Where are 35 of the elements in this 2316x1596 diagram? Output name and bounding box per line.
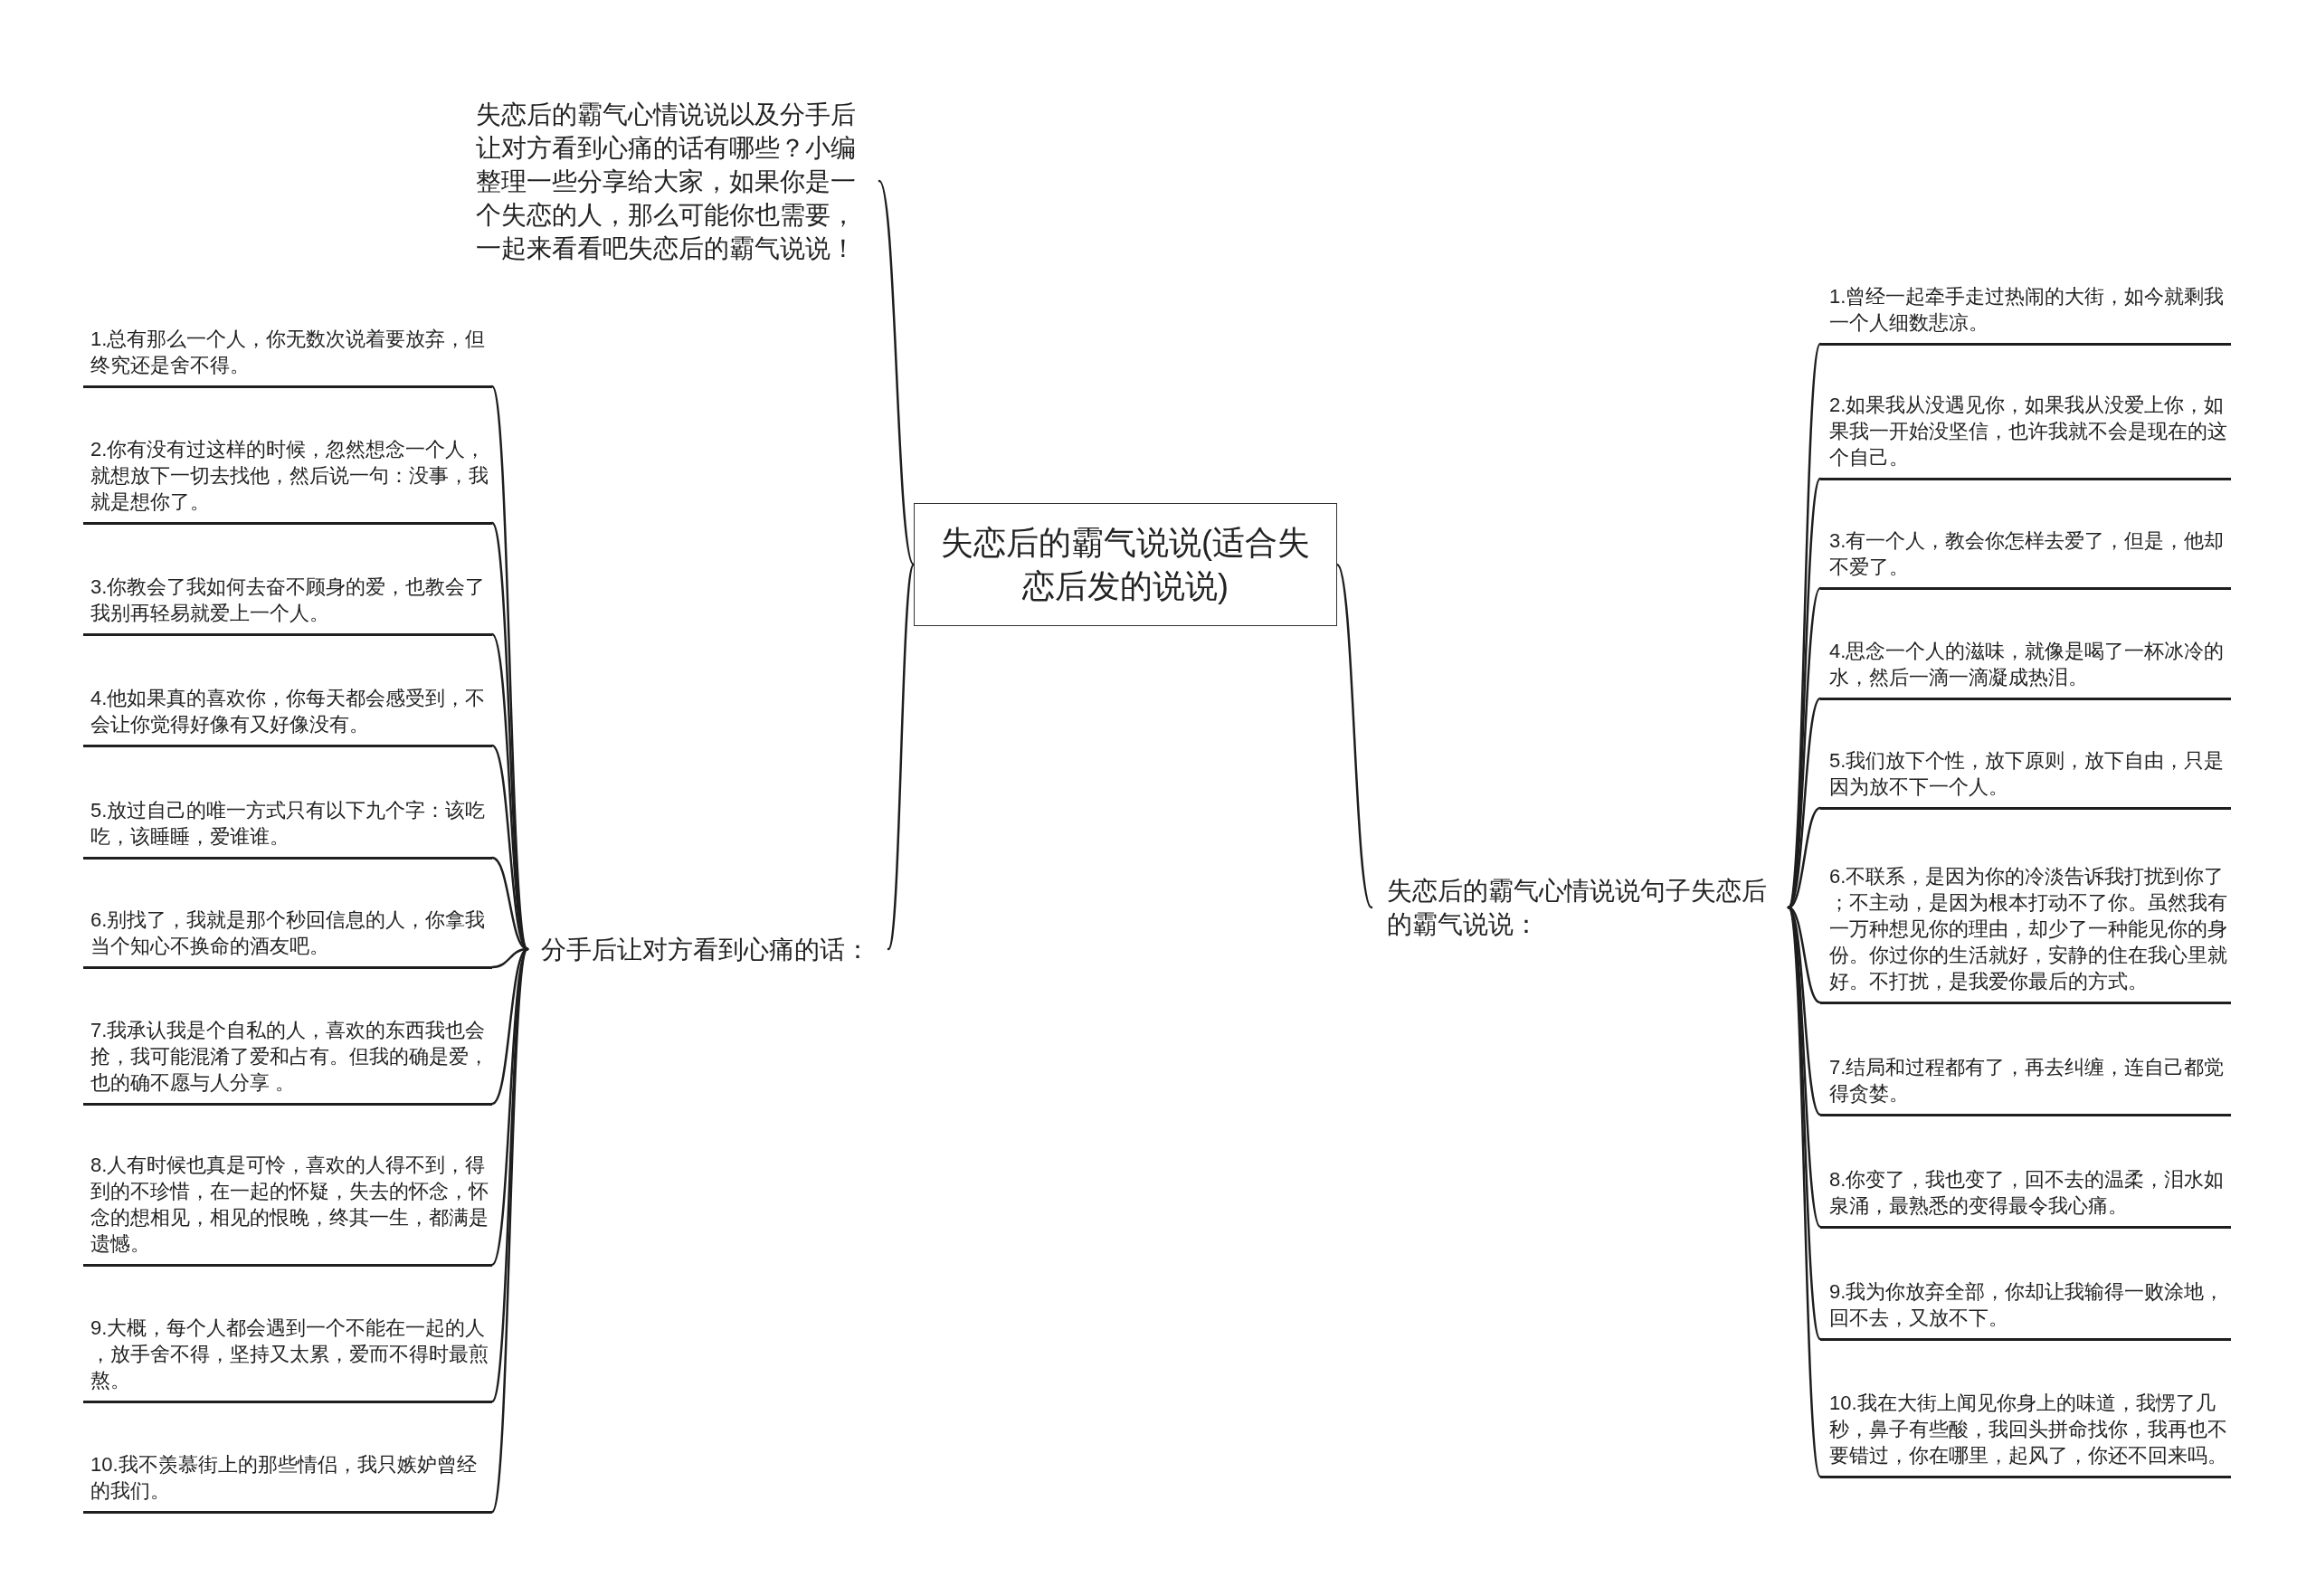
connector-line (490, 947, 529, 1514)
list-item: 8.人有时候也真是可怜，喜欢的人得不到，得到的不珍惜，在一起的怀疑，失去的怀念，怀念的想相见，相见的恨晚，终其一生，都满是遗憾。 (83, 1151, 492, 1267)
connector-line (490, 521, 529, 951)
connector-line (1787, 906, 1822, 1478)
list-item: 1.总有那么一个人，你无数次说着要放弃，但终究还是舍不得。 (83, 325, 492, 388)
list-item: 9.我为你放弃全部，你却让我输得一败涂地，回不去，又放不下。 (1820, 1278, 2231, 1341)
list-item: 2.如果我从没遇见你，如果我从没爱上你，如果我一开始没坚信，也许我就不会是现在的这个自己。 (1820, 391, 2231, 480)
list-item: 3.你教会了我如何去奋不顾身的爱，也教会了我别再轻易就爱上一个人。 (83, 573, 492, 636)
connector-line (1787, 906, 1822, 1229)
list-item: 8.你变了，我也变了，回不去的温柔，泪水如泉涌，最熟悉的变得最令我心痛。 (1820, 1165, 2231, 1229)
connector-line (878, 179, 916, 566)
list-item: 7.我承认我是个自私的人，喜欢的东西我也会抢，我可能混淆了爱和占有。但我的确是爱，也的确不愿与人分享 。 (83, 1016, 492, 1106)
list-item: 1.曾经一起牵手走过热闹的大街，如今就剩我一个人细数悲凉。 (1820, 282, 2231, 346)
connector-line (1335, 563, 1373, 909)
connector-line (1787, 586, 1822, 909)
intro-text: 失恋后的霸气心情说说以及分手后让对方看到心痛的话有哪些？小编整理一些分享给大家，如果你是一个失恋的人，那么可能你也需要，一起来看看吧失恋后的霸气说说！ (476, 99, 857, 264)
list-item: 5.放过自己的唯一方式只有以下九个字：该吃吃，该睡睡，爱谁谁。 (83, 796, 492, 860)
list-item: 5.我们放下个性，放下原则，放下自由，只是因为放不下一个人。 (1820, 746, 2231, 810)
connector-line (490, 947, 529, 1403)
list-item: 3.有一个人，教会你怎样去爱了，但是，他却不爱了。 (1820, 527, 2231, 590)
list-item: 2.你有没有过这样的时候，忽然想念一个人，就想放下一切去找他，然后说一句：没事，我就是想你了。 (83, 435, 492, 525)
topic-box: 失恋后的霸气说说(适合失恋后发的说说) (914, 503, 1337, 626)
list-item: 9.大概，每个人都会遇到一个不能在一起的人，放手舍不得，坚持又太累，爱而不得时最煎熬。 (83, 1314, 492, 1403)
connector-line (490, 856, 529, 951)
list-item: 6.不联系，是因为你的冷淡告诉我打扰到你了；不主动，是因为根本打动不了你。虽然我有一万种想见你的理由，却少了一种能见你的身份。你过你的生活就好，安静的住在我心里就好。不打扰，是我爱你最后的方式。 (1820, 862, 2231, 1004)
list-item: 4.思念一个人的滋味，就像是喝了一杯冰冷的水，然后一滴一滴凝成热泪。 (1820, 637, 2231, 700)
connector-line (887, 563, 916, 951)
connector-line (1787, 806, 1822, 909)
list-item: 10.我不羡慕街上的那些情侣，我只嫉妒曾经的我们。 (83, 1450, 492, 1514)
list-item: 6.别找了，我就是那个秒回信息的人，你拿我当个知心不换命的酒友吧。 (83, 906, 492, 969)
branch-label: 分手后让对方看到心痛的话： (541, 934, 870, 965)
list-item: 4.他如果真的喜欢你，你每天都会感受到，不会让你觉得好像有又好像没有。 (83, 684, 492, 747)
list-item: 7.结局和过程都有了，再去纠缠，连自己都觉得贪婪。 (1820, 1053, 2231, 1116)
branch-label: 失恋后的霸气心情说说句子失恋后的霸气说说： (1387, 876, 1768, 940)
list-item: 10.我在大街上闻见你身上的味道，我愣了几秒，鼻子有些酸，我回头拼命找你，我再也不要错过，你在哪里，起风了，你还不回来吗。 (1820, 1389, 2231, 1478)
